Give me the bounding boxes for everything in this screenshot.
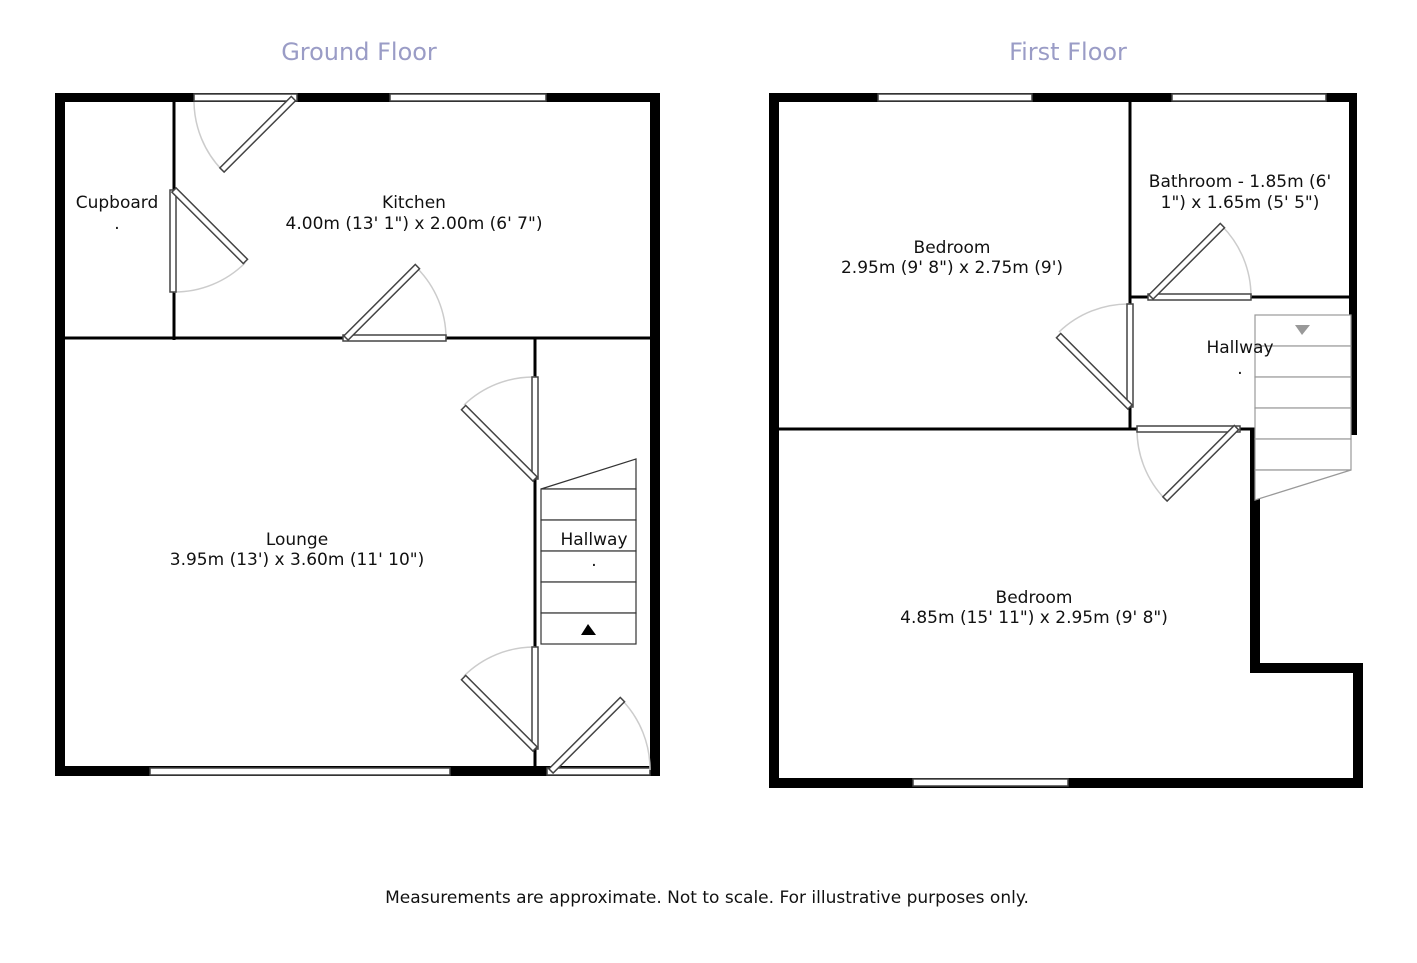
kitchen-window (389, 93, 547, 102)
stairs-up-arrow-icon (581, 624, 596, 635)
bedroom-top-window (877, 93, 1033, 102)
bottom-bedroom-name: Bedroom (996, 588, 1073, 608)
first-floor-title: First Floor (1009, 38, 1127, 66)
bottom-bedroom-door (1136, 424, 1241, 503)
first-hallway-dims: . (1237, 359, 1242, 379)
stairs-down-arrow-icon (1295, 325, 1310, 335)
ground-floor-title: Ground Floor (281, 38, 437, 66)
first-floor-stairs (1254, 314, 1352, 501)
bathroom-window (1171, 93, 1327, 102)
bathroom-dims: 1") x 1.65m (5' 5") (1161, 193, 1320, 213)
top-bedroom-name: Bedroom (914, 238, 991, 258)
bedroom-bottom-window (912, 778, 1069, 787)
ground-floor: Ground Floor (55, 38, 660, 776)
ground-hallway-dims: . (591, 551, 596, 571)
disclaimer: Measurements are approximate. Not to sca… (385, 888, 1029, 908)
ground-hallway-name: Hallway (560, 530, 627, 550)
lounge-window (149, 767, 451, 776)
ground-floor-stairs (540, 458, 637, 645)
top-bedroom-door (1055, 303, 1134, 411)
lounge-name: Lounge (266, 530, 328, 550)
kitchen-lounge-door (342, 263, 447, 342)
cupboard-top-window (193, 93, 298, 102)
lounge-hallway-lower-door (460, 646, 539, 753)
bottom-bedroom-dims: 4.85m (15' 11") x 2.95m (9' 8") (900, 608, 1168, 628)
cupboard-dims: . (114, 214, 119, 234)
lounge-dims: 3.95m (13') x 3.60m (11' 10") (170, 550, 425, 570)
cupboard-name: Cupboard (76, 193, 159, 213)
front-door (547, 696, 651, 775)
kitchen-name: Kitchen (382, 193, 446, 213)
bathroom-door (1147, 222, 1252, 301)
top-bedroom-dims: 2.95m (9' 8") x 2.75m (9') (841, 258, 1063, 278)
kitchen-dims: 4.00m (13' 1") x 2.00m (6' 7") (286, 214, 543, 234)
cupboard-door (169, 186, 249, 293)
lounge-hallway-upper-door (460, 376, 539, 483)
bathroom-name: Bathroom - 1.85m (6' (1149, 172, 1331, 192)
first-hallway-name: Hallway (1206, 338, 1273, 358)
kitchen-top-door (193, 95, 297, 174)
hallway-front-door-threshold (546, 767, 651, 776)
first-floor: First Floor (769, 38, 1363, 788)
